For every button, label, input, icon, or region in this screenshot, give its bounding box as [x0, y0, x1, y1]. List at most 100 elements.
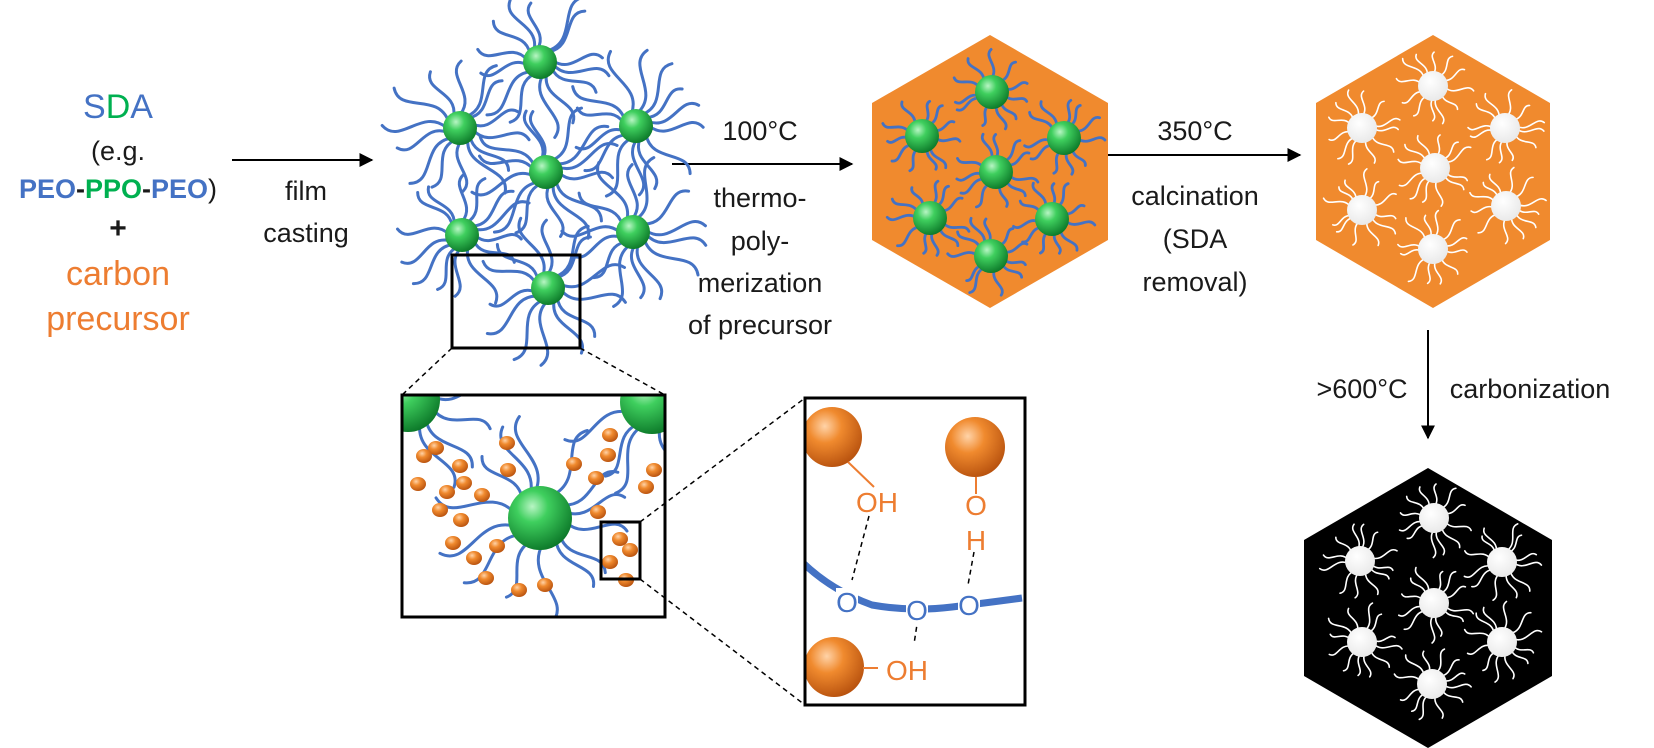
zoom-panel-frame	[400, 393, 667, 619]
step-labels: film casting 100°C thermo- poly- merizat…	[263, 116, 1610, 404]
sphere-icon	[1047, 121, 1081, 155]
oh-label-1: OH	[856, 487, 898, 518]
o-label-top: O	[965, 490, 987, 521]
sphere-icon	[443, 111, 477, 145]
sphere-icon	[523, 45, 557, 79]
micelle-icon	[1398, 483, 1472, 559]
sphere-icon	[590, 505, 606, 519]
sphere-icon	[508, 486, 572, 550]
sphere-icon	[402, 395, 440, 432]
sphere-icon	[474, 488, 490, 502]
micelle-icon	[1327, 602, 1403, 678]
hbond-panel: OH O H OH O O O	[803, 396, 1027, 707]
sphere-icon	[1419, 503, 1449, 533]
o-label-chain-2: O	[906, 595, 928, 626]
micelle-icon	[881, 99, 962, 173]
sphere-icon	[1418, 71, 1448, 101]
sphere-icon	[416, 449, 432, 463]
micelle-cluster	[380, 0, 708, 367]
sphere-icon	[638, 480, 654, 494]
sphere-icon	[913, 201, 947, 235]
micelle-icon	[1397, 566, 1475, 644]
micelle-icon	[1397, 134, 1472, 207]
micelle-icon	[1397, 209, 1468, 285]
sphere-icon	[622, 543, 638, 557]
thermo-temp-label: 100°C	[722, 116, 797, 146]
sphere-icon	[537, 578, 553, 592]
sphere-icon	[478, 571, 494, 585]
micelle-icon	[380, 59, 531, 195]
sphere-icon	[1347, 113, 1377, 143]
micelle-icon	[481, 216, 627, 367]
casting-label: casting	[263, 218, 349, 248]
micelle-icon	[1463, 523, 1543, 601]
micelle-icon	[1318, 523, 1398, 599]
sphere-icon	[410, 477, 426, 491]
micelle-icon	[560, 156, 708, 308]
sphere-icon	[445, 536, 461, 550]
eg-label: (e.g.	[91, 136, 145, 166]
hexagon-pores-polymer	[1322, 51, 1547, 285]
plus-label: +	[109, 212, 127, 245]
sphere-icon	[1487, 627, 1517, 657]
sphere-icon	[1491, 191, 1521, 221]
sphere-icon	[805, 637, 864, 697]
zoom-panel-1	[400, 393, 667, 619]
sphere-icon	[975, 75, 1009, 109]
sphere-icon	[566, 457, 582, 471]
copolymer-label: PEO-PPO-PEO)	[19, 174, 217, 204]
sphere-icon	[456, 476, 472, 490]
sphere-icon	[445, 218, 479, 252]
micelle-icon	[571, 48, 705, 198]
sphere-icon	[453, 513, 469, 527]
micelle-icon	[946, 216, 1029, 297]
sphere-icon	[428, 441, 444, 455]
sphere-icon	[529, 155, 563, 189]
carbon-label: carbon	[66, 255, 170, 293]
sphere-icon	[1487, 547, 1517, 577]
sphere-icon	[511, 583, 527, 597]
sphere-icon	[432, 503, 448, 517]
calc-temp-label: 350°C	[1157, 116, 1232, 146]
inputs-label: SDA (e.g. PEO-PPO-PEO) + carbon precurso…	[19, 88, 217, 338]
carb-temp-label: >600°C	[1316, 374, 1407, 404]
sphere-icon	[805, 407, 862, 467]
thermo-desc-1: thermo-	[713, 183, 806, 213]
sphere-icon	[500, 463, 516, 477]
sphere-icon	[600, 448, 616, 462]
calc-desc-3: removal)	[1142, 267, 1247, 297]
sphere-icon	[1419, 588, 1449, 618]
sphere-icon	[602, 555, 618, 569]
sphere-icon	[1035, 202, 1069, 236]
thermo-desc-4: of precursor	[688, 310, 832, 340]
sphere-icon	[646, 463, 662, 477]
sphere-icon	[439, 485, 455, 499]
sphere-icon	[1417, 669, 1447, 699]
o-label-chain-1: O	[836, 587, 858, 618]
micelle-icon	[1328, 89, 1401, 165]
sphere-icon	[979, 155, 1013, 189]
micelle-icon	[396, 173, 531, 305]
hbond-panel-frame	[803, 396, 1027, 707]
micelle-icon	[402, 395, 492, 489]
sphere-icon	[905, 119, 939, 153]
carb-desc-label: carbonization	[1450, 374, 1611, 404]
sphere-icon	[489, 539, 505, 553]
hexagon-pores-carbon	[1318, 483, 1543, 721]
sphere-icon	[499, 436, 515, 450]
sphere-icon	[620, 395, 665, 434]
sphere-icon	[945, 417, 1005, 477]
micelle-icon	[1023, 98, 1107, 176]
hexagon-micelles	[881, 48, 1107, 297]
micelle-icon	[885, 179, 971, 257]
sda-label: SDA	[83, 88, 153, 126]
zoom-box-cluster	[450, 253, 582, 350]
micelle-icon	[1463, 600, 1543, 683]
sphere-icon	[1490, 113, 1520, 143]
sphere-icon	[612, 532, 628, 546]
sphere-icon	[466, 551, 482, 565]
micelle-icon	[1469, 166, 1547, 245]
thermo-desc-3: merization	[698, 268, 823, 298]
micelle-icon	[563, 395, 665, 495]
